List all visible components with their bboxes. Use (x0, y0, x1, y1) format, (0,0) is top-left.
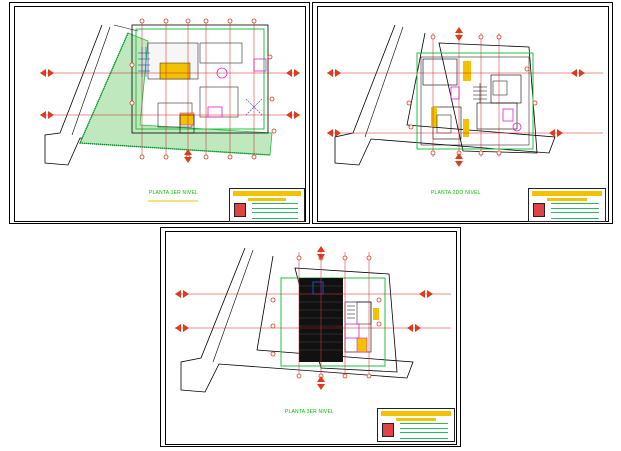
sheet-3-frame (165, 231, 457, 445)
floor-plan-3 (175, 246, 451, 393)
plan-title-2: PLANTA 2DO NIVEL (431, 190, 481, 196)
title-block-2-logo (533, 203, 545, 217)
title-block-1-header (233, 191, 301, 196)
plan-title-3: PLANTA 3ER NIVEL (285, 409, 334, 415)
sheet-1: PLANTA 1ER NIVEL (9, 2, 310, 224)
title-block-1 (229, 188, 305, 222)
title-block-3-header (381, 411, 451, 416)
title-block-1-subheader (248, 198, 286, 201)
title-block-2-header (532, 191, 602, 196)
sheet-1-frame (14, 6, 306, 222)
title-block-3-subheader (396, 418, 436, 421)
sheet-2-frame (317, 6, 609, 222)
title-block-3-fields (400, 423, 448, 439)
floor-plan-1 (40, 18, 300, 202)
title-block-3 (377, 408, 455, 442)
title-block-1-fields (252, 203, 298, 219)
sheet-3: PLANTA 3ER NIVEL (160, 227, 461, 447)
plan-title-1: PLANTA 1ER NIVEL (149, 190, 198, 196)
title-block-2-subheader (547, 198, 587, 201)
title-block-3-logo (382, 423, 394, 437)
title-block-2 (528, 188, 606, 222)
sheet-2: PLANTA 2DO NIVEL (312, 2, 613, 224)
floor-plan-2 (327, 24, 603, 167)
title-block-1-logo (234, 203, 246, 217)
title-block-2-fields (551, 203, 599, 219)
